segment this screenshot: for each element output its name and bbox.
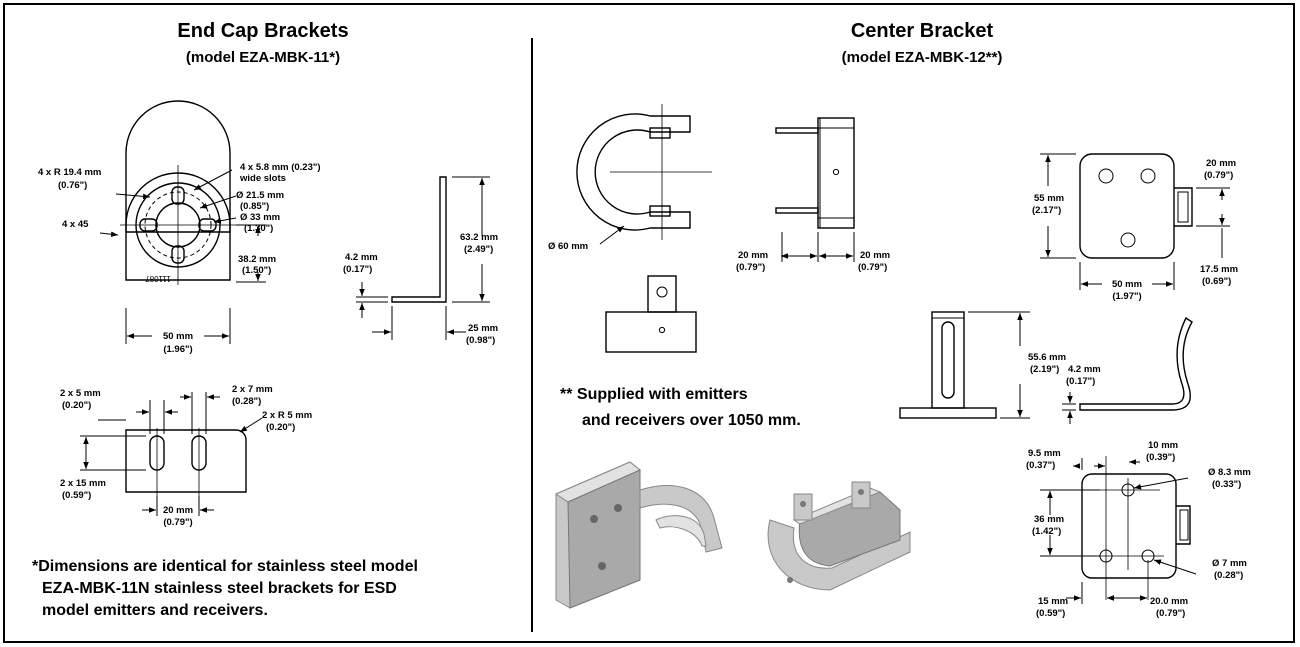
- dim-s175-1: 17.5 mm: [1200, 264, 1238, 275]
- center-bracket-render-flat: [554, 461, 723, 609]
- dim-d60: Ø 60 mm: [548, 241, 588, 252]
- end-cap-model: (model EZA-MBK-11*): [186, 49, 340, 66]
- right-note-line-2: and receivers over 1050 mm.: [582, 412, 801, 429]
- dim-t42-1: 4.2 mm: [345, 252, 378, 263]
- center-bracket-curved-view: [1062, 316, 1193, 424]
- dim-d215-2: (0.85"): [240, 201, 269, 212]
- end-cap-side-view: [356, 176, 490, 340]
- dim-w20c-1: 20 mm: [1206, 158, 1236, 169]
- dim-r2x5-1: 2 x R 5 mm: [262, 410, 312, 421]
- end-cap-title: End Cap Brackets: [177, 20, 348, 42]
- right-note-line-1: ** Supplied with emitters: [560, 386, 748, 403]
- end-cap-front-view: [120, 100, 236, 285]
- center-bracket-hole-view: [1040, 456, 1197, 604]
- dim-w20c-2: (0.79"): [1204, 170, 1233, 181]
- dim-w20b-2: (0.79"): [858, 262, 887, 273]
- dim-w50-1: 50 mm: [163, 331, 193, 342]
- dim-d7-1: Ø 7 mm: [1212, 558, 1247, 569]
- dim-w50-2: (1.96"): [163, 344, 192, 355]
- dim-radius-1: 4 x R 19.4 mm: [38, 167, 101, 178]
- dim-h55-1: 55 mm: [1034, 193, 1064, 204]
- center-bracket-model: (model EZA-MBK-12**): [842, 49, 1003, 66]
- dim-slots-2: wide slots: [239, 173, 286, 184]
- center-bracket-front-view: [605, 275, 697, 353]
- dim-w50r-2: (1.97"): [1112, 291, 1141, 302]
- dim-w25-2: (0.98"): [466, 335, 495, 346]
- dim-t42r-2: (0.17"): [1066, 376, 1095, 387]
- left-note-line-3: model emitters and receivers.: [42, 602, 268, 619]
- dim-h556-2: (2.19"): [1030, 364, 1059, 375]
- dim-d83-1: Ø 8.3 mm: [1208, 467, 1251, 478]
- dim-h36-1: 36 mm: [1034, 514, 1064, 525]
- dim-s2x5-1: 2 x 5 mm: [60, 388, 101, 399]
- dim-w20a-1: 20 mm: [738, 250, 768, 261]
- dim-h382-1: 38.2 mm: [238, 254, 276, 265]
- dim-s20-1: 20.0 mm: [1150, 596, 1188, 607]
- center-bracket-render-u: [767, 481, 911, 591]
- dim-s2x7-1: 2 x 7 mm: [232, 384, 273, 395]
- center-bracket-top-view: [576, 104, 712, 245]
- left-note-line-2: EZA-MBK-11N stainless steel brackets for…: [42, 580, 397, 597]
- end-cap-front-dims: [99, 169, 266, 344]
- dim-slots-1: 4 x 5.8 mm (0.23"): [240, 162, 321, 173]
- dim-d7-2: (0.28"): [1214, 570, 1243, 581]
- dim-s15-2: (0.59"): [1036, 608, 1065, 619]
- dim-s175-2: (0.69"): [1202, 276, 1231, 287]
- diagram-frame: [3, 3, 1295, 643]
- dim-s2x15-2: (0.59"): [62, 490, 91, 501]
- center-bracket-plate-view: [1040, 153, 1230, 290]
- dim-s15-1: 15 mm: [1038, 596, 1068, 607]
- end-cap-base-view: [80, 392, 263, 516]
- dim-w20a-2: (0.79"): [736, 262, 765, 273]
- dim-h556-1: 55.6 mm: [1028, 352, 1066, 363]
- dim-s10-1: 10 mm: [1148, 440, 1178, 451]
- left-note-line-1: *Dimensions are identical for stainless …: [32, 558, 418, 575]
- dim-h632-1: 63.2 mm: [460, 232, 498, 243]
- dim-w20-2: (0.79"): [163, 517, 192, 528]
- dim-w25-1: 25 mm: [468, 323, 498, 334]
- dim-radius-2: (0.76"): [58, 180, 87, 191]
- dim-h36-2: (1.42"): [1032, 526, 1061, 537]
- dim-t42-2: (0.17"): [343, 264, 372, 275]
- dim-d33-2: (1.30"): [244, 223, 273, 234]
- dim-w20b-1: 20 mm: [860, 250, 890, 261]
- dim-h632-2: (2.49"): [464, 244, 493, 255]
- dim-s10-2: (0.39"): [1146, 452, 1175, 463]
- dim-s2x15-1: 2 x 15 mm: [60, 478, 106, 489]
- dim-s95-1: 9.5 mm: [1028, 448, 1061, 459]
- center-bracket-upright-view: [899, 311, 1030, 419]
- part-number: 111087: [145, 274, 171, 283]
- dim-d33-1: Ø 33 mm: [240, 212, 280, 223]
- center-bracket-side-view: [775, 117, 855, 262]
- dim-s20-2: (0.79"): [1156, 608, 1185, 619]
- dim-s2x7-2: (0.28"): [232, 396, 261, 407]
- dim-w20-1: 20 mm: [163, 505, 193, 516]
- dim-d215-1: Ø 21.5 mm: [236, 190, 284, 201]
- dim-h55-2: (2.17"): [1032, 205, 1061, 216]
- dim-w50r-1: 50 mm: [1112, 279, 1142, 290]
- dim-s2x5-2: (0.20"): [62, 400, 91, 411]
- center-bracket-title: Center Bracket: [851, 20, 994, 42]
- dim-t42r-1: 4.2 mm: [1068, 364, 1101, 375]
- dim-d83-2: (0.33"): [1212, 479, 1241, 490]
- dim-s95-2: (0.37"): [1026, 460, 1055, 471]
- dim-angle: 4 x 45: [62, 219, 89, 230]
- dim-r2x5-2: (0.20"): [266, 422, 295, 433]
- dim-h382-2: (1.50"): [242, 265, 271, 276]
